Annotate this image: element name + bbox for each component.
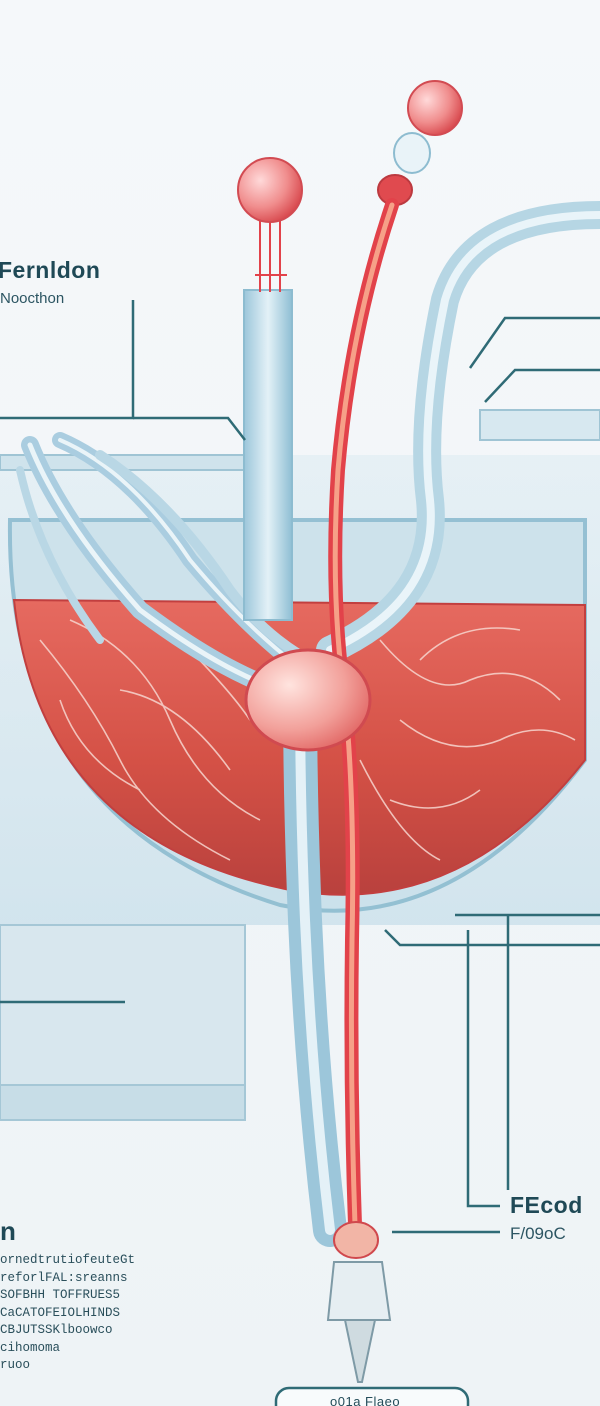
paragraph-line: reforlFAL:sreanns (0, 1270, 190, 1288)
bottom-right-title: FEcod (510, 1192, 583, 1219)
bottom-tag-label: o01a Flaeo (330, 1394, 400, 1406)
paragraph-line: ornedtrutiofeuteGt (0, 1252, 190, 1270)
paragraph-line: SOFBHH TOFFRUES5 (0, 1287, 190, 1305)
bottom-left-title: n (0, 1216, 16, 1247)
paragraph-line: ruoo (0, 1357, 190, 1375)
paragraph-line: CBJUTSSKlboowco (0, 1322, 190, 1340)
bottom-left-paragraph: ornedtrutiofeuteGt reforlFAL:sreanns SOF… (0, 1252, 190, 1375)
vertical-glass-tube (244, 220, 292, 620)
paragraph-line: CaCATOFEIOLHINDS (0, 1305, 190, 1323)
bottom-right-subtitle: F/09oC (510, 1224, 566, 1244)
paragraph-line: cihomoma (0, 1340, 190, 1358)
tube-top-ball (238, 158, 302, 222)
central-node (246, 650, 370, 750)
top-left-title: Fernldon (0, 257, 100, 284)
catheter-top-ball (408, 81, 462, 135)
tip-assembly (328, 1222, 390, 1382)
catheter-glass-bead (394, 133, 430, 173)
top-left-subtitle: Noocthon (0, 290, 64, 307)
